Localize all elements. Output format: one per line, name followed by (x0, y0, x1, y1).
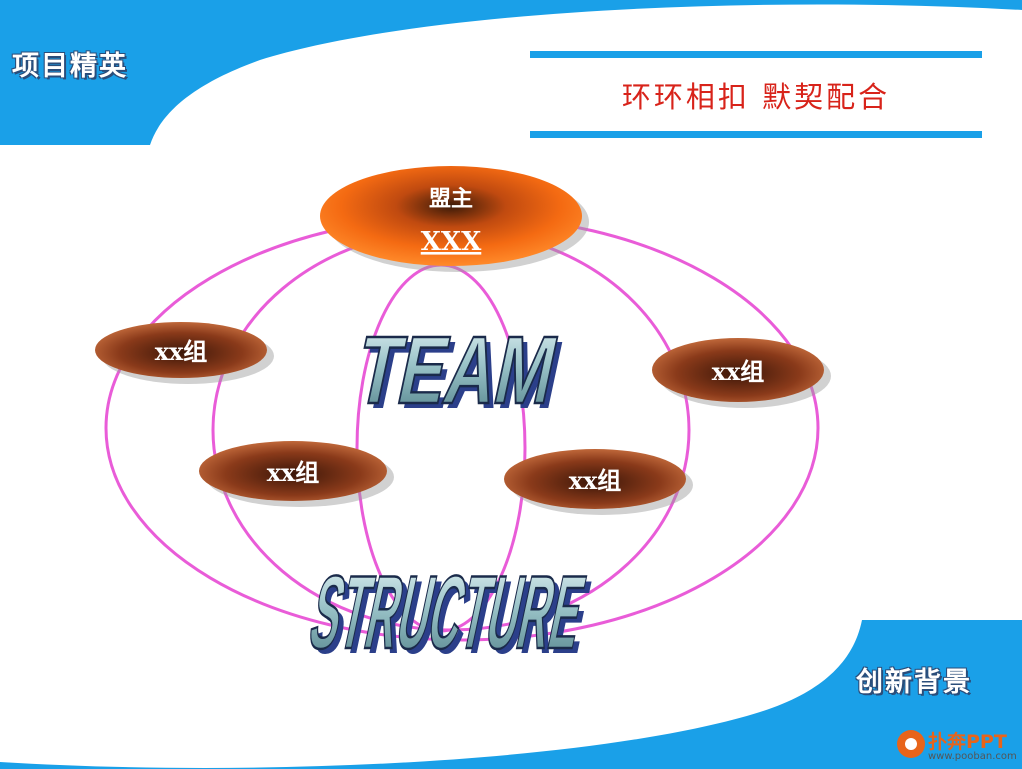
top-left-title: 项目精英 (12, 51, 128, 82)
bottom-right-title: 创新背景 (856, 667, 972, 698)
slogan-bar-top (530, 51, 982, 58)
team-wordart: TEAM TEAM (346, 315, 572, 429)
team-wordart-text: TEAM (348, 316, 567, 424)
group-node-center-right: xx组 (504, 449, 693, 515)
group-node-left-bottom: xx组 (199, 441, 394, 507)
group-ellipse (95, 322, 267, 378)
bottom-blue-banner (0, 620, 1022, 769)
watermark-url: www.pooban.com (928, 751, 1017, 762)
slogan-text: 环环相扣 默契配合 (621, 80, 891, 114)
group-label: xx组 (712, 357, 765, 386)
structure-wordart: STRUCTURE STRUCTURE (300, 554, 599, 676)
slogan-bar-bottom (530, 131, 982, 138)
watermark-logo-icon (897, 730, 925, 758)
group-label: xx组 (155, 337, 208, 366)
group-label: xx组 (267, 458, 320, 487)
group-node-left-top: xx组 (95, 322, 274, 384)
group-ellipse (504, 449, 686, 509)
leader-node (320, 166, 582, 266)
group-node-right: xx组 (652, 338, 831, 408)
leader-role: 盟主 (429, 186, 473, 212)
leader-name: XXX (421, 227, 482, 257)
group-ellipse (652, 338, 824, 402)
structure-wordart-shadow: STRUCTURE (306, 560, 599, 676)
top-blue-banner (0, 0, 1022, 145)
structure-wordart-text: STRUCTURE (301, 555, 594, 671)
watermark-brand: 扑奔PPT (928, 731, 1007, 753)
team-wordart-shadow: TEAM (353, 321, 572, 429)
group-label: xx组 (569, 466, 622, 495)
group-ellipse (199, 441, 387, 501)
